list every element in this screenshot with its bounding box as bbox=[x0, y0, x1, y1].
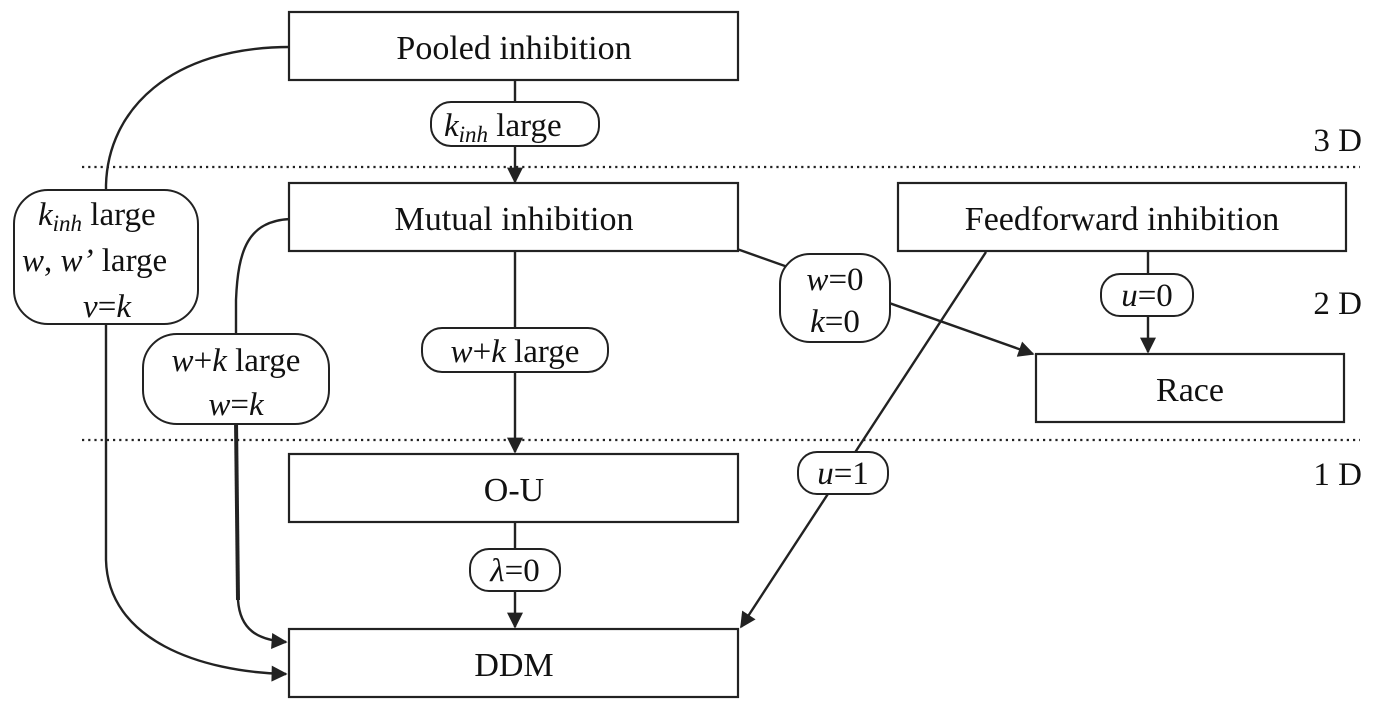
svg-text:kinh large: kinh large bbox=[38, 197, 156, 236]
dimension-label-2d: 2 D bbox=[1313, 286, 1362, 322]
cond-sub: inh bbox=[459, 122, 488, 147]
node-ddm-label: DDM bbox=[474, 647, 553, 684]
node-mutual-label: Mutual inhibition bbox=[395, 201, 634, 238]
condition-mutual-to-race: w=0 k=0 bbox=[779, 253, 891, 343]
node-feedforward-inhibition: Feedforward inhibition bbox=[896, 181, 1348, 253]
condition-feedforward-to-ddm: u=1 bbox=[797, 451, 889, 495]
node-pooled-label: Pooled inhibition bbox=[396, 30, 631, 67]
node-pooled-inhibition: Pooled inhibition bbox=[287, 10, 740, 82]
node-race: Race bbox=[1034, 352, 1346, 424]
edge-mutual-to-ddm-thick bbox=[234, 419, 240, 601]
cond-var: k bbox=[444, 108, 460, 144]
svg-text:w=k: w=k bbox=[208, 387, 265, 423]
svg-text:k=0: k=0 bbox=[810, 304, 860, 340]
svg-text:u=0: u=0 bbox=[1121, 278, 1173, 314]
svg-text:λ=0: λ=0 bbox=[489, 553, 539, 589]
condition-mutual-to-ddm: w+k large w=k bbox=[142, 333, 330, 425]
node-ou-label: O-U bbox=[484, 472, 544, 509]
edge-feedforward-to-ddm bbox=[739, 251, 988, 629]
svg-text:kinh large: kinh large bbox=[444, 108, 562, 147]
svg-text:w=0: w=0 bbox=[806, 262, 863, 298]
svg-text:u=1: u=1 bbox=[817, 456, 869, 492]
node-race-label: Race bbox=[1156, 372, 1224, 409]
svg-text:w, w’ large: w, w’ large bbox=[22, 243, 167, 279]
condition-feedforward-to-race: u=0 bbox=[1100, 273, 1194, 317]
svg-text:w+k large: w+k large bbox=[172, 343, 301, 379]
node-ddm: DDM bbox=[287, 627, 740, 699]
dimension-label-3d: 3 D bbox=[1313, 123, 1362, 159]
condition-ou-to-ddm: λ=0 bbox=[469, 548, 561, 592]
cond-text: large bbox=[488, 108, 562, 144]
svg-text:w+k large: w+k large bbox=[451, 334, 580, 370]
node-mutual-inhibition: Mutual inhibition bbox=[287, 181, 740, 253]
node-ou: O-U bbox=[287, 452, 740, 524]
node-feedforward-label: Feedforward inhibition bbox=[965, 201, 1279, 238]
condition-pooled-to-ddm: kinh large w, w’ large v=k bbox=[13, 189, 199, 325]
dimension-label-1d: 1 D bbox=[1313, 457, 1362, 493]
condition-pooled-to-mutual: kinh large bbox=[430, 101, 600, 147]
svg-text:v=k: v=k bbox=[83, 289, 132, 325]
edge-mutual-to-ddm bbox=[234, 217, 291, 649]
condition-mutual-to-ou: w+k large bbox=[421, 327, 609, 373]
